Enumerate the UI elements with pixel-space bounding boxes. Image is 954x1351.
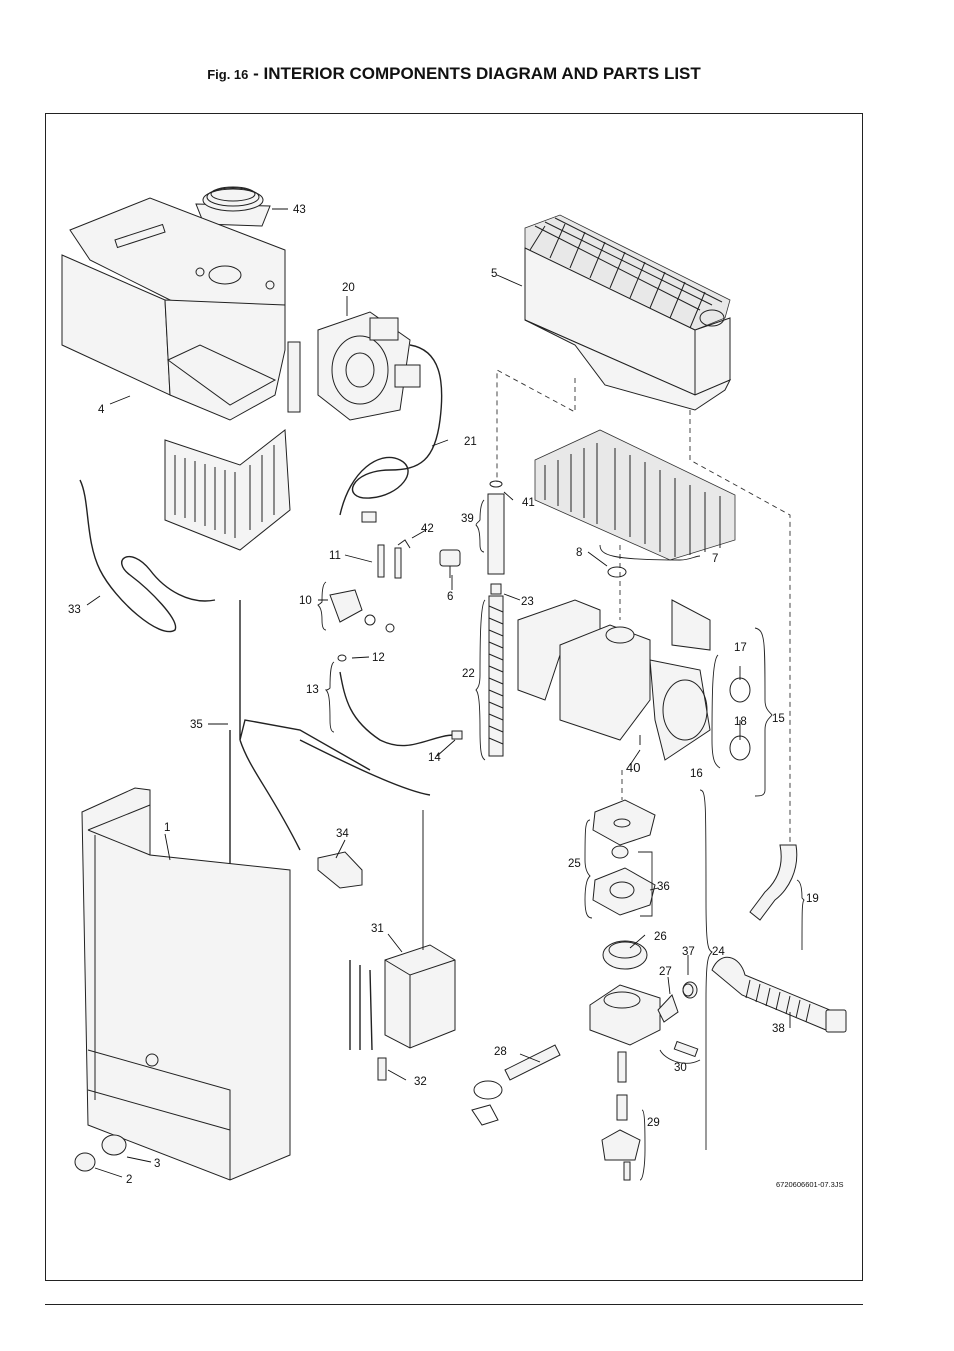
part-fuse [377,1057,387,1081]
alignment-lines [496,369,791,845]
callout-34: 34 [336,828,349,840]
bracket-15 [754,627,773,797]
part-combustion-hood [61,197,301,421]
part-water-pipe-assembly [487,480,505,757]
part-flue-collar [195,186,271,227]
part-control-box [349,810,456,1051]
part-wiring-harness-35 [229,600,371,880]
callout-14: 14 [428,752,441,764]
part-pilot-assembly [329,589,463,747]
drawing-code: 6720606601-07.3JS [776,1180,844,1189]
callout-38: 38 [772,1023,785,1035]
callout-labels: 1 2 3 4 5 6 7 8 10 11 12 13 14 15 16 17 … [68,204,844,1189]
part-lead [299,739,431,796]
part-water-valve-body [589,981,698,1046]
part-fan-assembly [317,311,421,421]
callout-21: 21 [464,436,477,448]
bracket-24 [699,789,713,1150]
callout-35: 35 [190,719,203,731]
callout-10: 10 [299,595,312,607]
part-wiring-harness-33 [79,479,216,633]
callout-37: 37 [682,946,695,958]
footer-rule [45,1304,863,1305]
bracket-13 [324,661,335,733]
part-shaft [471,1044,561,1126]
callout-13: 13 [306,684,319,696]
callout-25: 25 [568,858,581,870]
callout-5: 5 [491,268,497,280]
figure-heading: - INTERIOR COMPONENTS DIAGRAM AND PARTS … [248,64,701,83]
bracket-7 [599,544,701,561]
part-control-knobs [74,1134,127,1172]
callout-30: 30 [674,1062,687,1074]
callout-12: 12 [372,652,385,664]
callout-41: 41 [522,497,535,509]
bracket-36 [638,851,653,917]
callout-18: 18 [734,716,747,728]
callout-24: 24 [712,946,725,958]
callout-6: 6 [447,591,453,603]
bracket-10 [317,581,327,631]
part-heat-exchanger [524,214,732,411]
callout-3: 3 [154,1158,160,1170]
diagram-frame [45,113,863,1281]
part-front-casing [81,787,291,1181]
callout-39: 39 [461,513,474,525]
part-flexible-hose [711,957,847,1033]
bracket-22 [475,599,486,761]
callout-23: 23 [521,596,534,608]
callout-7: 7 [712,553,718,565]
bracket-30 [659,1049,701,1064]
callout-33: 33 [68,604,81,616]
callout-42: 42 [421,523,434,535]
part-o-ring [607,566,627,578]
part-temperature-sensor [439,549,461,578]
callout-4: 4 [98,404,105,416]
part-electrodes [377,539,411,579]
part-bracket-34 [317,851,363,889]
callout-40: 40 [626,760,640,775]
part-washer [682,983,694,997]
callout-19: 19 [806,893,819,905]
part-burner [534,429,736,561]
part-gas-water-valve [517,599,751,761]
part-spindle-assembly [601,1051,641,1181]
callout-36: 36 [657,881,670,893]
callout-26: 26 [654,931,667,943]
callout-22: 22 [462,668,475,680]
bracket-39 [475,499,485,553]
bracket-16 [711,654,721,769]
part-bypass-pipe [749,844,798,921]
callout-16: 16 [690,768,703,780]
callout-2: 2 [126,1174,132,1186]
bracket-25 [584,819,593,919]
callout-15: 15 [772,713,785,725]
bracket-19 [796,879,805,951]
figure-number: Fig. 16 [207,67,249,82]
part-diaphragm-stack [592,799,656,970]
callout-32: 32 [414,1076,427,1088]
part-valve-plug [673,1040,699,1058]
callout-27: 27 [659,966,672,978]
callout-20: 20 [342,282,355,294]
callout-17: 17 [734,642,747,654]
callout-29: 29 [647,1117,660,1129]
bracket-29 [639,1109,646,1181]
callout-1: 1 [164,822,170,834]
callout-43: 43 [293,204,306,216]
figure-title: Fig. 16 - INTERIOR COMPONENTS DIAGRAM AN… [0,64,908,84]
leader-lines [86,208,791,1178]
part-fan-wiring [339,344,443,516]
callout-31: 31 [371,923,384,935]
callout-8: 8 [576,547,582,559]
callout-11: 11 [329,550,341,562]
part-radiant-shield [164,429,291,551]
callout-28: 28 [494,1046,507,1058]
